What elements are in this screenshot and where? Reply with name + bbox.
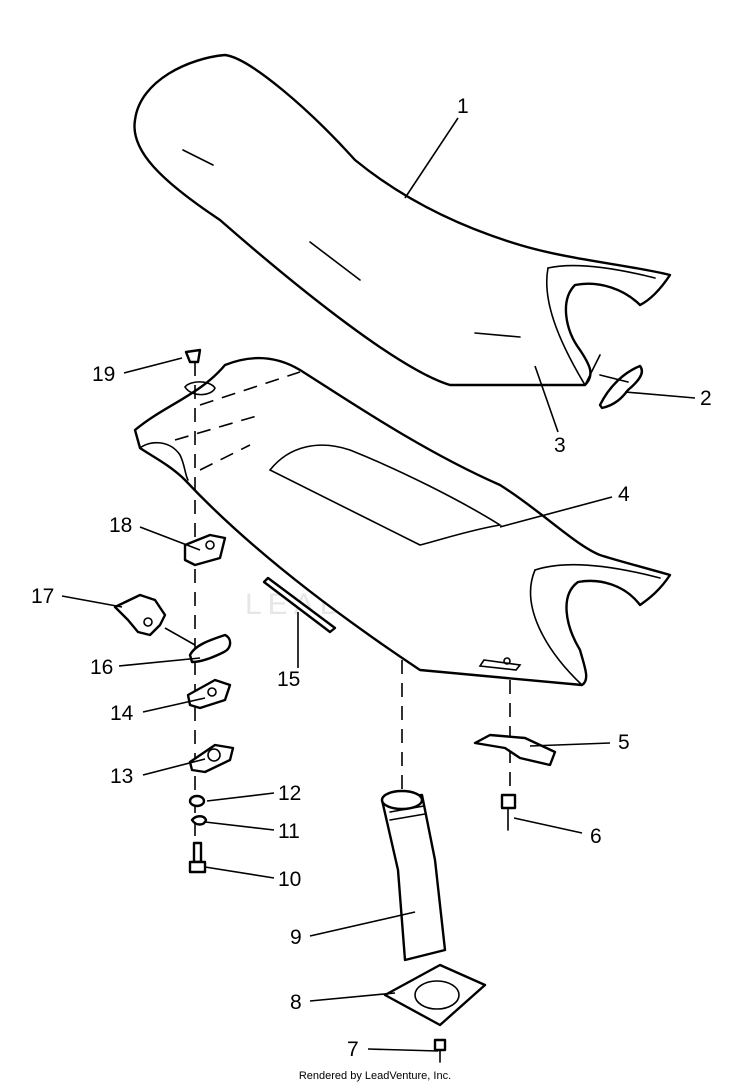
part-9-hose bbox=[380, 789, 447, 962]
part-15-strip bbox=[262, 576, 337, 634]
footer-credit: Rendered by LeadVenture, Inc. bbox=[298, 1070, 452, 1082]
part-7-screw bbox=[433, 1038, 447, 1063]
callout-13: 13 bbox=[110, 765, 133, 788]
callout-10: 10 bbox=[278, 868, 301, 891]
callout-2: 2 bbox=[700, 387, 712, 410]
callout-4: 4 bbox=[618, 483, 630, 506]
callout-11: 11 bbox=[278, 820, 300, 843]
part-2-clip bbox=[598, 364, 644, 410]
callout-8: 8 bbox=[290, 991, 302, 1014]
callout-18: 18 bbox=[109, 514, 132, 537]
callout-labels: 1 2 3 4 5 6 7 8 9 10 11 12 13 14 15 16 1… bbox=[31, 95, 712, 1061]
part-11-lock-washer bbox=[190, 815, 208, 826]
part-18-bracket bbox=[183, 533, 227, 567]
callout-17: 17 bbox=[31, 585, 54, 608]
part-17-latch bbox=[113, 593, 167, 637]
callout-12: 12 bbox=[278, 782, 301, 805]
part-4-seat-base bbox=[133, 356, 672, 687]
part-16-clip bbox=[188, 633, 232, 664]
part-12-washer bbox=[188, 794, 206, 808]
part-5-bracket bbox=[473, 733, 557, 767]
callout-16: 16 bbox=[90, 656, 113, 679]
part-8-flange bbox=[383, 963, 487, 1027]
part-13-plate bbox=[188, 743, 235, 774]
callout-19: 19 bbox=[92, 363, 115, 386]
callout-1: 1 bbox=[457, 95, 469, 118]
callout-3: 3 bbox=[554, 434, 566, 457]
leader-lines bbox=[61, 117, 696, 1052]
part-14-plate bbox=[186, 678, 232, 710]
part-6-screw bbox=[500, 793, 517, 831]
callout-14: 14 bbox=[110, 702, 134, 725]
part-10-bolt bbox=[188, 841, 207, 874]
callout-5: 5 bbox=[618, 731, 630, 754]
callout-7: 7 bbox=[347, 1038, 359, 1061]
part-1-seat bbox=[133, 53, 672, 387]
part-19-pin bbox=[184, 348, 202, 364]
callout-9: 9 bbox=[290, 926, 302, 949]
callout-6: 6 bbox=[590, 825, 602, 848]
callout-15: 15 bbox=[277, 668, 300, 691]
